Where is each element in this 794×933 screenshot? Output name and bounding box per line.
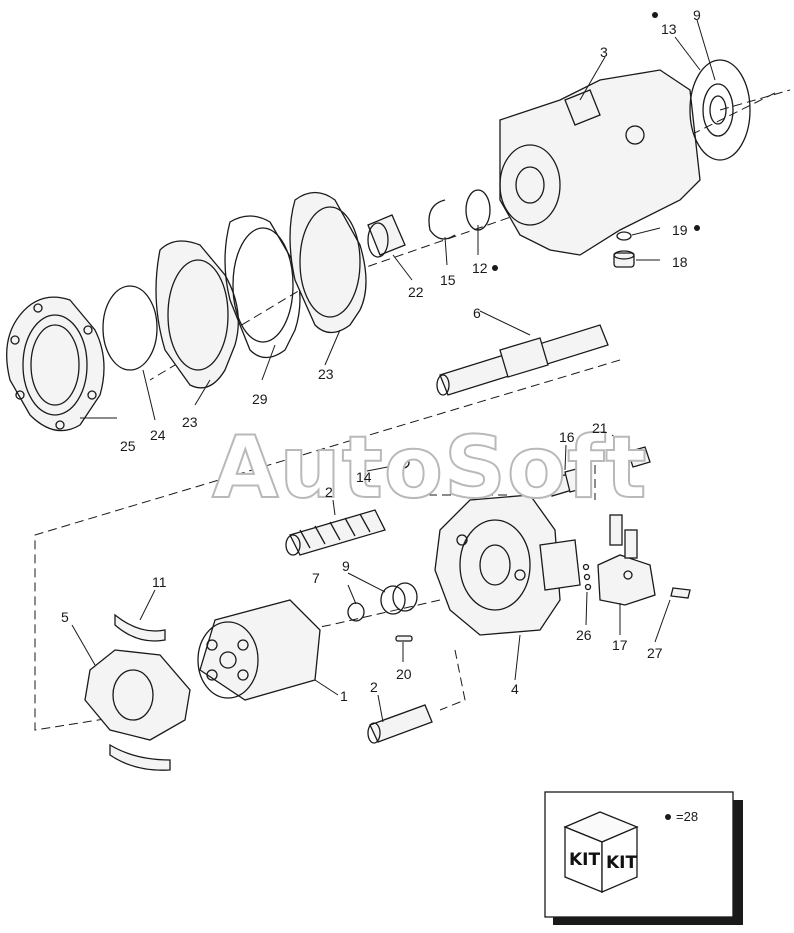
kit-legend-box: KIT KIT =28 [544, 791, 743, 925]
part-6-drive-shaft [436, 324, 609, 396]
part-5-swash-plate [84, 649, 191, 741]
callout-22: 22 [408, 284, 424, 300]
callout-15: 15 [440, 272, 456, 288]
part-23-gasket-right [289, 191, 367, 334]
callout-11: 11 [152, 574, 167, 590]
callout-2-lower: 2 [370, 679, 378, 695]
callout-16: 16 [559, 429, 575, 445]
part-4-end-housing [434, 494, 581, 636]
callout-29: 29 [252, 391, 268, 407]
part-22-needle-bearing [367, 214, 406, 258]
callout-5: 5 [61, 609, 69, 625]
callout-4: 4 [511, 681, 519, 697]
part-27-screw [670, 587, 691, 599]
part-16-bolt [547, 467, 586, 497]
part-1-cylinder-block [197, 599, 321, 701]
callout-7: 7 [312, 570, 320, 586]
callout-18: 18 [672, 254, 688, 270]
part-26-o-rings [582, 563, 592, 591]
part-3-pump-housing [499, 69, 701, 256]
part-29-gasket [224, 215, 301, 359]
callout-6: 6 [473, 305, 481, 321]
callout-14: 14 [356, 469, 372, 485]
part-21-bolt [627, 446, 651, 468]
callout-25: 25 [120, 438, 136, 454]
kit-bullet-marker [665, 814, 671, 820]
part-9-bearing-lower [380, 582, 418, 615]
kit-legend-text: =28 [676, 809, 698, 824]
callout-23-left: 23 [182, 414, 198, 430]
part-11-half-bearings [109, 613, 171, 771]
part-15-snap-ring [428, 199, 456, 240]
part-13-shim-and-9-bearing [689, 59, 751, 161]
callout-9-lower: 9 [342, 558, 350, 574]
part-20-pin [395, 635, 413, 642]
part-23-gasket-left [155, 240, 239, 389]
callout-20: 20 [396, 666, 412, 682]
callout-24: 24 [150, 427, 166, 443]
leader-lines [71, 19, 716, 723]
part-12-seal [465, 189, 491, 231]
part-17-control-valve [597, 514, 656, 606]
callout-13: 13 [661, 21, 677, 37]
callout-27: 27 [647, 645, 663, 661]
part-19-o-ring [616, 231, 632, 241]
callout-23-right: 23 [318, 366, 334, 382]
part-2-piston-lower [367, 704, 433, 744]
kit-bullets [350, 12, 700, 466]
callout-19: 19 [672, 222, 688, 238]
part-2-spring-piston [285, 509, 386, 556]
callout-17: 17 [612, 637, 628, 653]
part-18-plug [613, 250, 635, 268]
part-25-end-cover [6, 296, 105, 432]
kit-label-left: KIT [569, 850, 600, 870]
callout-2-upper: 2 [325, 484, 333, 500]
part-14-ring [396, 457, 410, 469]
watermark-text: AutoSoft [212, 418, 648, 518]
callout-9-top: 9 [693, 7, 701, 23]
callout-12: 12 [472, 260, 488, 276]
part-7-ring [347, 602, 365, 622]
callout-labels: 3 13 9 19 18 6 12 15 22 23 29 23 24 25 1… [61, 7, 701, 704]
callout-21: 21 [592, 420, 608, 436]
callout-3: 3 [600, 44, 608, 60]
kit-label-right: KIT [606, 853, 637, 873]
callout-26: 26 [576, 627, 592, 643]
callout-1: 1 [340, 688, 348, 704]
part-24-o-ring [102, 285, 158, 371]
kit-cube-icon: KIT KIT [563, 811, 639, 893]
